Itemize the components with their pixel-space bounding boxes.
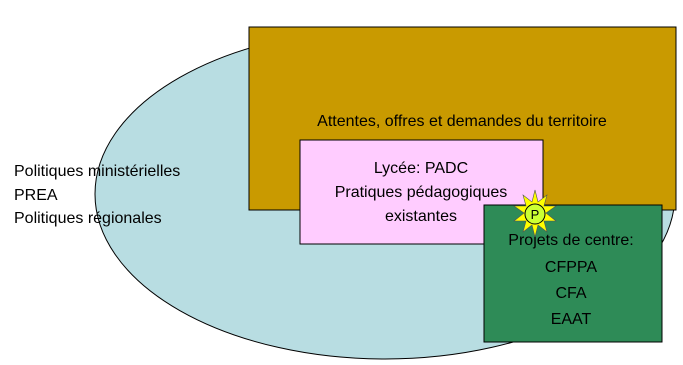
lycee-line-3: existantes bbox=[385, 208, 457, 225]
outer-line-1: Politiques ministérielles bbox=[14, 163, 180, 180]
projects-line-4: EAAT bbox=[551, 311, 592, 328]
p-badge-icon: P bbox=[513, 189, 557, 238]
projects-line-2: CFPPA bbox=[545, 259, 597, 276]
projects-line-3: CFA bbox=[555, 285, 586, 302]
projects-box bbox=[483, 204, 663, 343]
badge-circle bbox=[524, 203, 546, 225]
projects-line-1: Projets de centre: bbox=[508, 232, 633, 249]
lycee-line-2: Pratiques pédagogiques bbox=[335, 184, 508, 201]
lycee-line-1: Lycée: PADC bbox=[374, 160, 468, 177]
badge-label: P bbox=[531, 207, 540, 222]
outer-line-2: PREA bbox=[14, 187, 58, 204]
outer-line-3: Politiques régionales bbox=[14, 210, 162, 227]
territory-label: Attentes, offres et demandes du territoi… bbox=[317, 113, 607, 130]
